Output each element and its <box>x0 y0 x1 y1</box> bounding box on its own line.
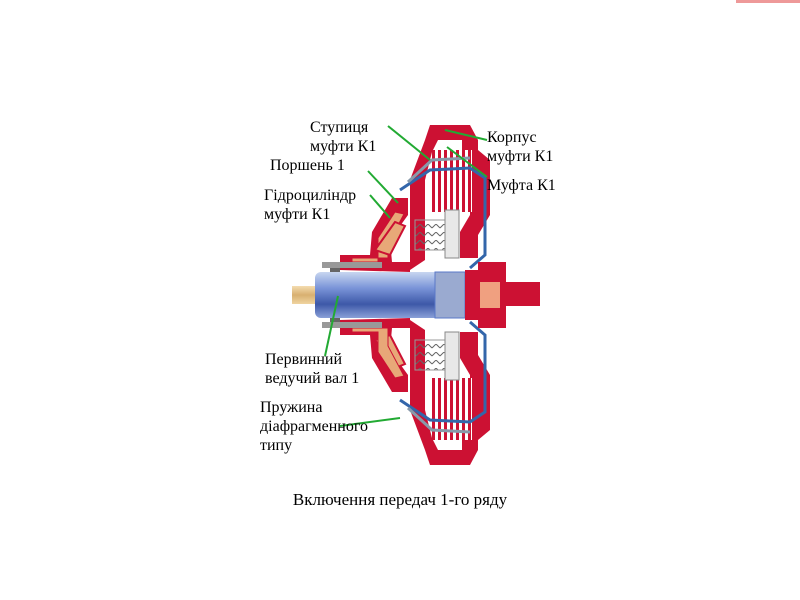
shaft-tip <box>292 286 322 304</box>
cylinder-fill-upper <box>351 211 405 263</box>
label-cylinder: Гідроциліндр муфти К1 <box>264 187 357 223</box>
corner-mark <box>736 0 800 3</box>
label-piston: Поршень 1 <box>270 157 345 174</box>
label-shaft: Первинний ведучий вал 1 <box>265 351 360 387</box>
label-housing: Корпус муфти К1 <box>487 129 554 165</box>
label-hub: Ступиця муфти К1 <box>310 119 377 155</box>
input-shaft <box>315 272 465 318</box>
label-spring: Пружина діафрагменного типу <box>260 399 369 454</box>
label-clutch: Муфта К1 <box>487 177 556 194</box>
caption: Включення передач 1-го ряду <box>292 490 508 509</box>
